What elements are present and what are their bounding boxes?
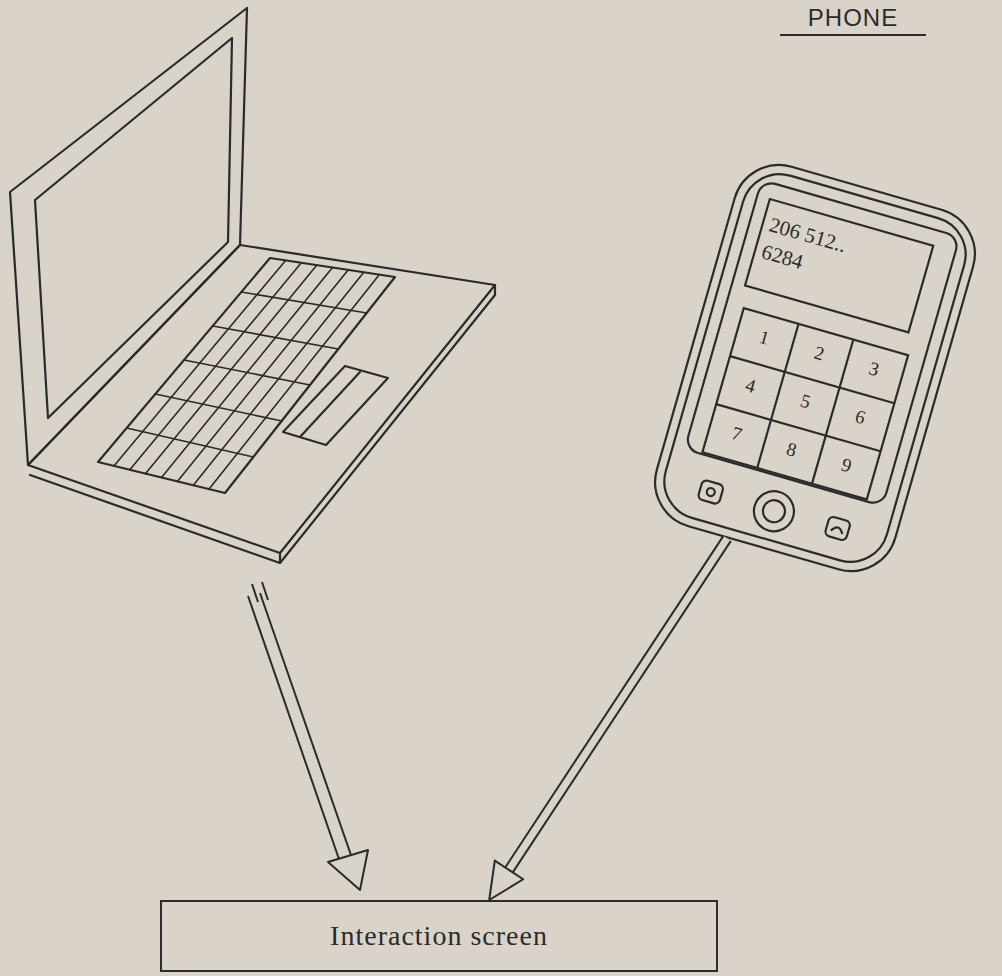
number-display [745, 199, 933, 332]
end-button [824, 516, 851, 541]
laptop-corner [279, 553, 281, 563]
key-column [114, 260, 286, 466]
phone-drawing [644, 154, 985, 582]
key-column [146, 265, 317, 474]
diagram-title: PHONE [780, 4, 926, 36]
phone-outline [643, 153, 987, 583]
keypad-digit: 6 [843, 403, 878, 432]
end-icon [831, 526, 844, 534]
key-column [177, 270, 348, 482]
arrow-shaft-inner [509, 538, 727, 870]
keypad-digit: 4 [733, 371, 768, 400]
laptop-drawing [10, 8, 495, 563]
call-icon [706, 487, 716, 497]
key-column [130, 263, 301, 470]
home-button-inner [760, 498, 787, 525]
keypad-digit: 5 [788, 387, 823, 416]
process-box: Interaction screen [160, 900, 718, 972]
arrow-head [489, 861, 523, 900]
arrow-tick [252, 584, 258, 602]
home-button [749, 486, 798, 535]
keyboard [98, 258, 395, 493]
phone-display [685, 180, 960, 506]
arrow-head [328, 850, 368, 890]
keyboard-keys [114, 260, 380, 489]
laptop-base-edge [30, 295, 495, 563]
keypad [702, 308, 908, 499]
arrow-connector [489, 538, 727, 900]
box-label: Interaction screen [330, 920, 548, 952]
arrow-shaft [248, 596, 340, 862]
touchpad-line [300, 372, 360, 437]
keypad-digit: 1 [747, 323, 782, 352]
touchpad [283, 366, 388, 445]
laptop-corner [494, 285, 496, 295]
laptop-arrow [248, 582, 368, 890]
laptop-lid [10, 8, 247, 465]
arrow-shaft [509, 538, 727, 870]
arrow-shaft [260, 593, 352, 858]
phone-number: 206 512.. 6284 [758, 211, 887, 297]
key-column [193, 272, 363, 485]
keypad-digit: 3 [856, 355, 891, 384]
phone-body [644, 154, 985, 582]
phone-device: 206 512.. 6284 123 456 789 [643, 153, 987, 583]
phone-bezel [655, 165, 974, 571]
keypad-digit: 9 [829, 451, 864, 480]
keypad-digit: 7 [719, 419, 754, 448]
laptop-base [28, 245, 495, 553]
keypad-digit: 8 [774, 435, 809, 464]
arrow-tick [262, 582, 268, 600]
key-column [209, 275, 379, 490]
call-button [697, 479, 724, 504]
keypad-digit: 2 [802, 339, 837, 368]
key-column [162, 268, 333, 478]
